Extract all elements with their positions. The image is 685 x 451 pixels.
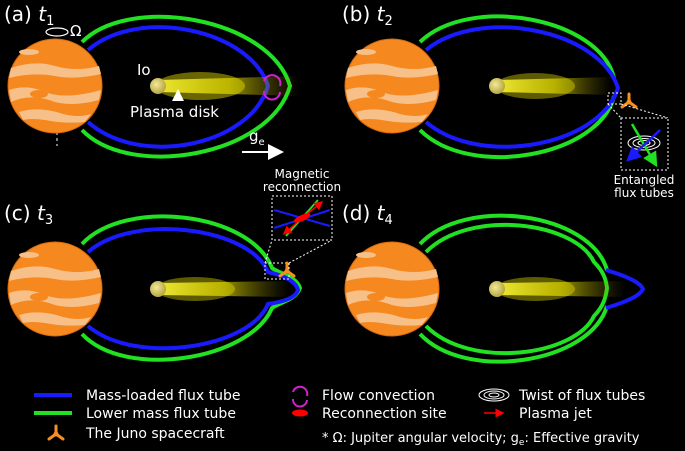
lower-mass-flux-tube [418,14,616,159]
io-moon [150,281,166,297]
panel-c-label: (c) t3 [4,201,53,228]
jupiter [344,38,440,134]
entangled-label-1: Entangled [614,173,675,187]
entangled-label-2: flux tubes [614,186,674,200]
panel-a-label: (a) t1 [4,2,54,29]
jupiter [7,241,103,337]
legend-mass-loaded-label: Mass-loaded flux tube [86,388,240,404]
legend: Mass-loaded flux tube Lower mass flux tu… [34,385,645,448]
juno-spacecraft-icon [620,92,638,109]
flow-convection-icon [263,74,282,101]
legend-reconnection-label: Reconnection site [322,406,447,422]
panel-b: (b) t2 Entangled flux tubes [342,2,674,200]
jupiter [344,241,440,337]
ge-label: ge [249,127,265,148]
reconnection-site-icon [292,409,308,417]
mass-loaded-flux-tube [424,25,621,149]
panel-c: (c) t3 Magnetic reconnection [4,167,341,362]
lower-mass-flux-tube [418,213,609,364]
panel-b-label: (b) t2 [342,2,393,29]
io-moon [489,78,505,94]
io-moon [150,78,166,94]
io-label: Io [137,61,151,79]
plasma-disk-label: Plasma disk [130,103,219,121]
legend-flow-label: Flow convection [322,388,435,404]
legend-juno-label: The Juno spacecraft [85,426,225,442]
legend-lower-mass-label: Lower mass flux tube [86,406,236,422]
panel-d-label: (d) t4 [342,201,393,228]
omega-label: Ω [70,22,81,40]
legend-twist-label: Twist of flux tubes [518,388,645,404]
magnetic-reconnection-label-1: Magnetic [275,167,330,181]
panel-d: (d) t4 [342,201,646,364]
legend-plasma-jet-label: Plasma jet [519,406,592,422]
twist-spiral-icon [478,388,510,402]
flow-convection-icon [292,385,309,408]
footnote: * Ω: Jupiter angular velocity; ge: Effec… [322,431,640,448]
rotation-arrow-icon [45,27,69,37]
juno-spacecraft-icon [47,424,65,441]
panel-a: (a) t1 Ω Io Plasma disk ge [4,2,300,160]
magnetic-reconnection-label-2: reconnection [263,180,341,194]
jupiter [7,38,103,134]
mass-loaded-flux-tube [605,268,646,310]
mass-loaded-flux-tube [86,227,301,351]
io-moon [489,281,505,297]
lower-mass-flux-tube [80,214,303,362]
